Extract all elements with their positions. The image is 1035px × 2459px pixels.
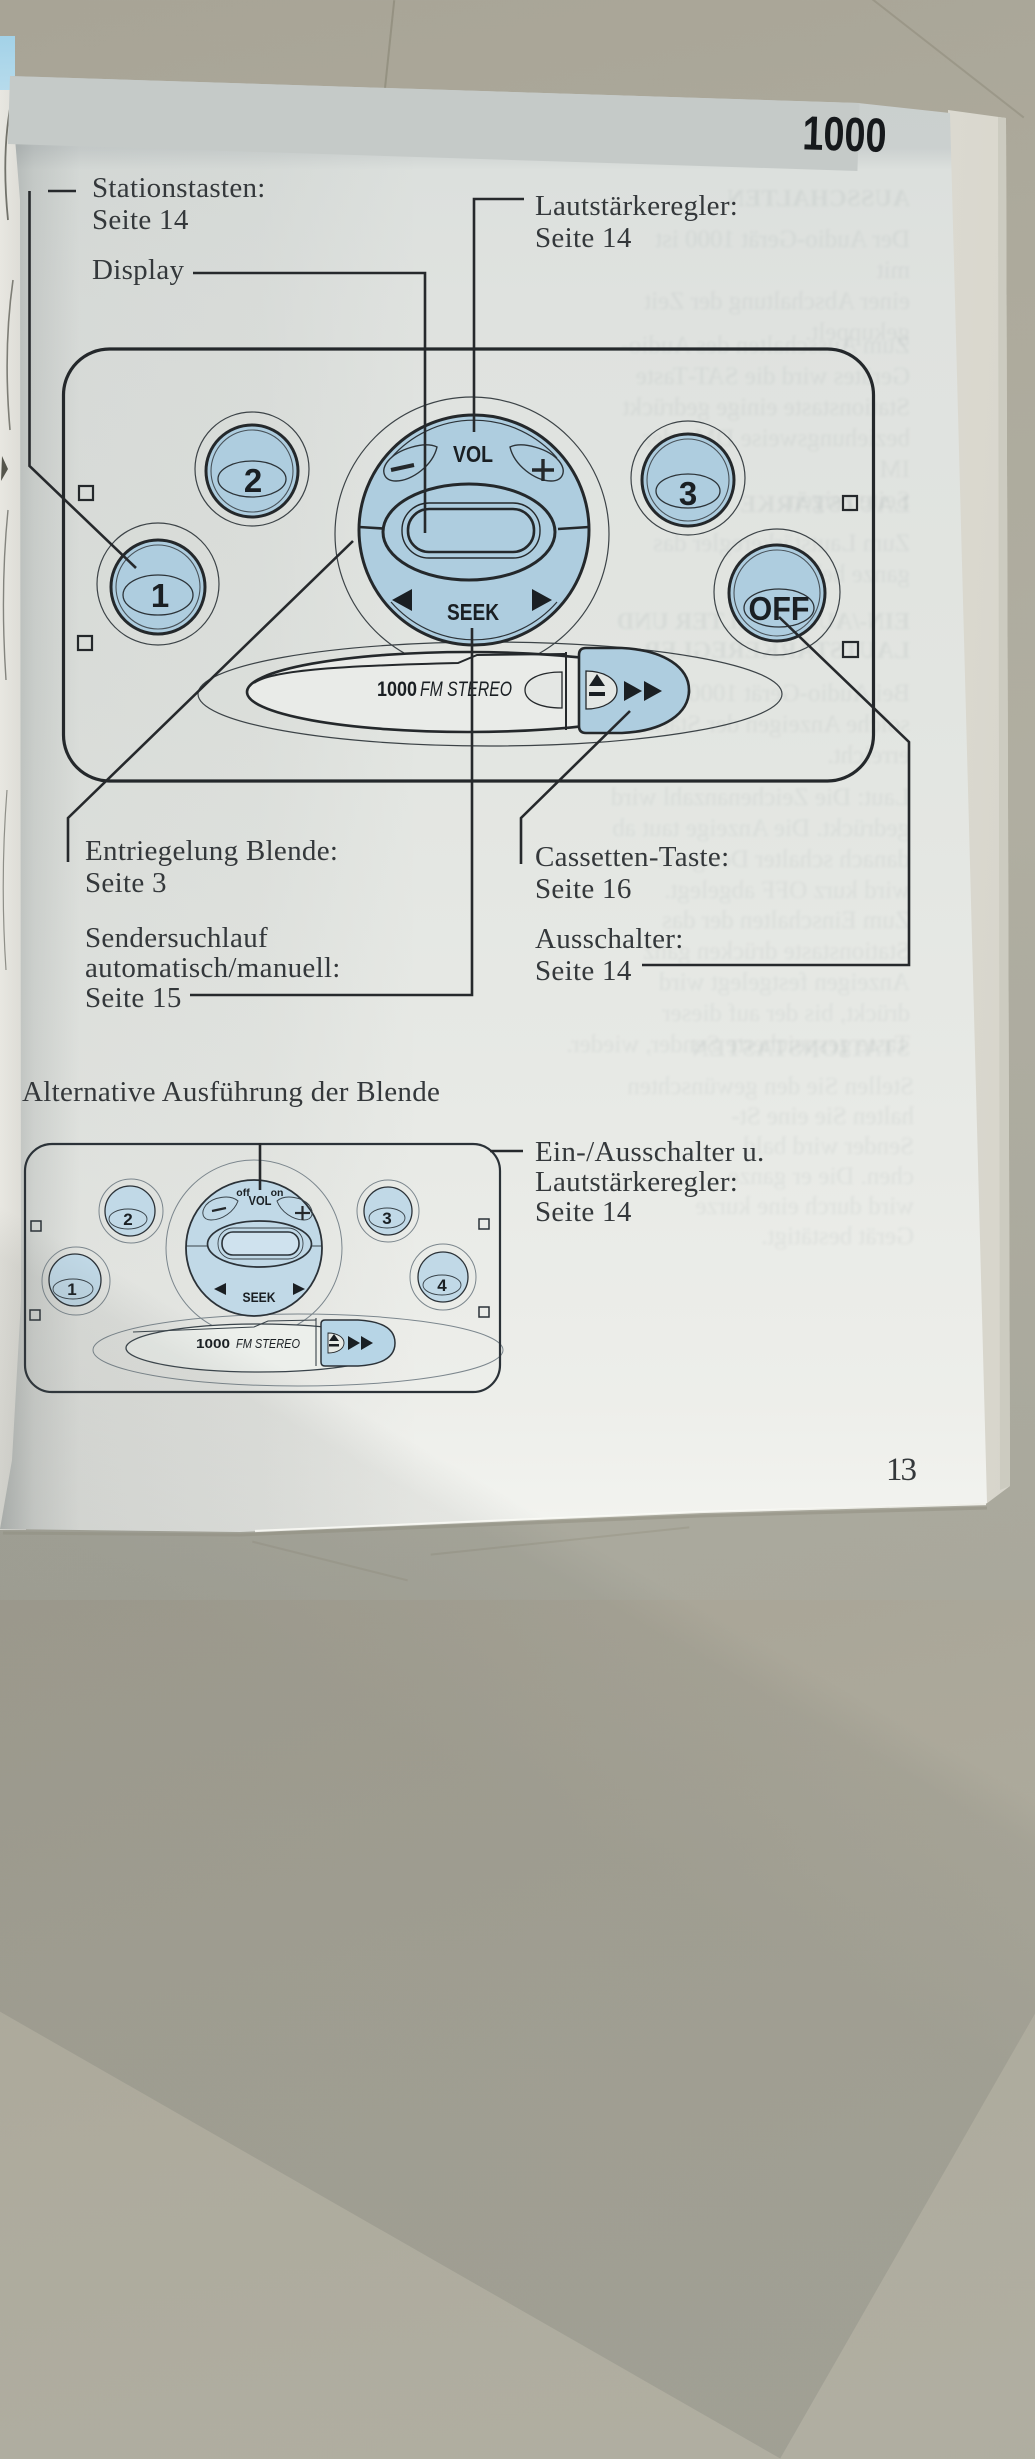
svg-text:1000: 1000 bbox=[377, 678, 417, 701]
svg-text:VOL: VOL bbox=[249, 1194, 272, 1208]
svg-text:1000: 1000 bbox=[196, 1337, 230, 1351]
svg-text:off: off bbox=[236, 1187, 250, 1199]
svg-text:1: 1 bbox=[151, 577, 169, 614]
svg-text:FM STEREO: FM STEREO bbox=[236, 1337, 300, 1351]
svg-text:on: on bbox=[271, 1187, 284, 1199]
svg-text:1: 1 bbox=[67, 1280, 76, 1299]
svg-text:4: 4 bbox=[437, 1276, 447, 1295]
svg-text:FM STEREO: FM STEREO bbox=[420, 678, 512, 701]
svg-text:3: 3 bbox=[382, 1209, 391, 1228]
svg-text:1000: 1000 bbox=[802, 107, 888, 163]
svg-text:3: 3 bbox=[679, 475, 697, 512]
svg-text:2: 2 bbox=[244, 462, 262, 499]
svg-text:VOL: VOL bbox=[453, 441, 493, 467]
svg-text:OFF: OFF bbox=[749, 590, 810, 627]
svg-text:SEEK: SEEK bbox=[447, 599, 499, 625]
svg-text:SEEK: SEEK bbox=[243, 1290, 276, 1305]
svg-text:2: 2 bbox=[123, 1210, 132, 1229]
